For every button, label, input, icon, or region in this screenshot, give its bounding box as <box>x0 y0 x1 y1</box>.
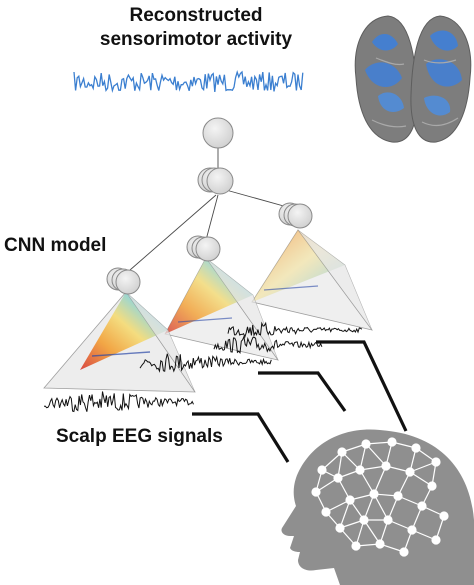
node-group-right <box>287 203 313 229</box>
electrode-node <box>431 535 441 545</box>
electrode-node <box>393 491 403 501</box>
electrode-node <box>335 523 345 533</box>
eeg-signal-trace <box>227 321 363 339</box>
node-group-left <box>115 269 141 295</box>
electrode-node <box>369 489 379 499</box>
electrode-node <box>333 473 343 483</box>
electrode-node <box>407 525 417 535</box>
eeg-signal-trace <box>213 335 323 355</box>
electrode-node <box>321 507 331 517</box>
electrode-node <box>411 443 421 453</box>
electrode-node <box>375 539 385 549</box>
electrode-node <box>311 487 321 497</box>
electrode-node <box>351 541 361 551</box>
electrode-leader-lines <box>192 340 408 463</box>
electrode-link <box>373 465 387 495</box>
electrode-node <box>345 495 355 505</box>
head-network-icon <box>281 429 474 585</box>
electrode-node <box>387 437 397 447</box>
hidden-node-top <box>206 167 234 195</box>
electrode-node <box>427 481 437 491</box>
cnn-nodes <box>106 117 313 295</box>
electrode-node <box>381 461 391 471</box>
scalp-eeg-label: Scalp EEG signals <box>56 426 223 447</box>
cnn-model-label: CNN model <box>4 235 106 256</box>
electrode-node <box>355 465 365 475</box>
electrode-link <box>409 461 437 473</box>
electrode-link <box>365 443 387 467</box>
electrode-node <box>399 547 409 557</box>
electrode-link <box>373 493 389 521</box>
node-group-middle <box>195 236 221 262</box>
electrode-node <box>417 501 427 511</box>
electrode-node <box>337 447 347 457</box>
electrode-link <box>363 519 381 545</box>
electrode-link <box>339 499 351 529</box>
reconstructed-activity-trace <box>73 70 304 94</box>
electrode-node <box>431 457 441 467</box>
output-node <box>202 117 234 149</box>
electrode-node <box>405 467 415 477</box>
electrode-node <box>361 439 371 449</box>
eeg-signal-trace <box>43 391 194 413</box>
cortex-surface-icon <box>354 15 472 143</box>
eeg-signal-trace <box>139 353 272 373</box>
electrode-node <box>317 465 327 475</box>
electrode-node <box>439 511 449 521</box>
electrode-link <box>359 469 375 495</box>
title-line-1: Reconstructed <box>129 5 262 26</box>
electrode-link <box>363 493 375 521</box>
electrode-node <box>383 515 393 525</box>
electrode-node <box>359 515 369 525</box>
title-line-2: sensorimotor activity <box>100 29 293 50</box>
